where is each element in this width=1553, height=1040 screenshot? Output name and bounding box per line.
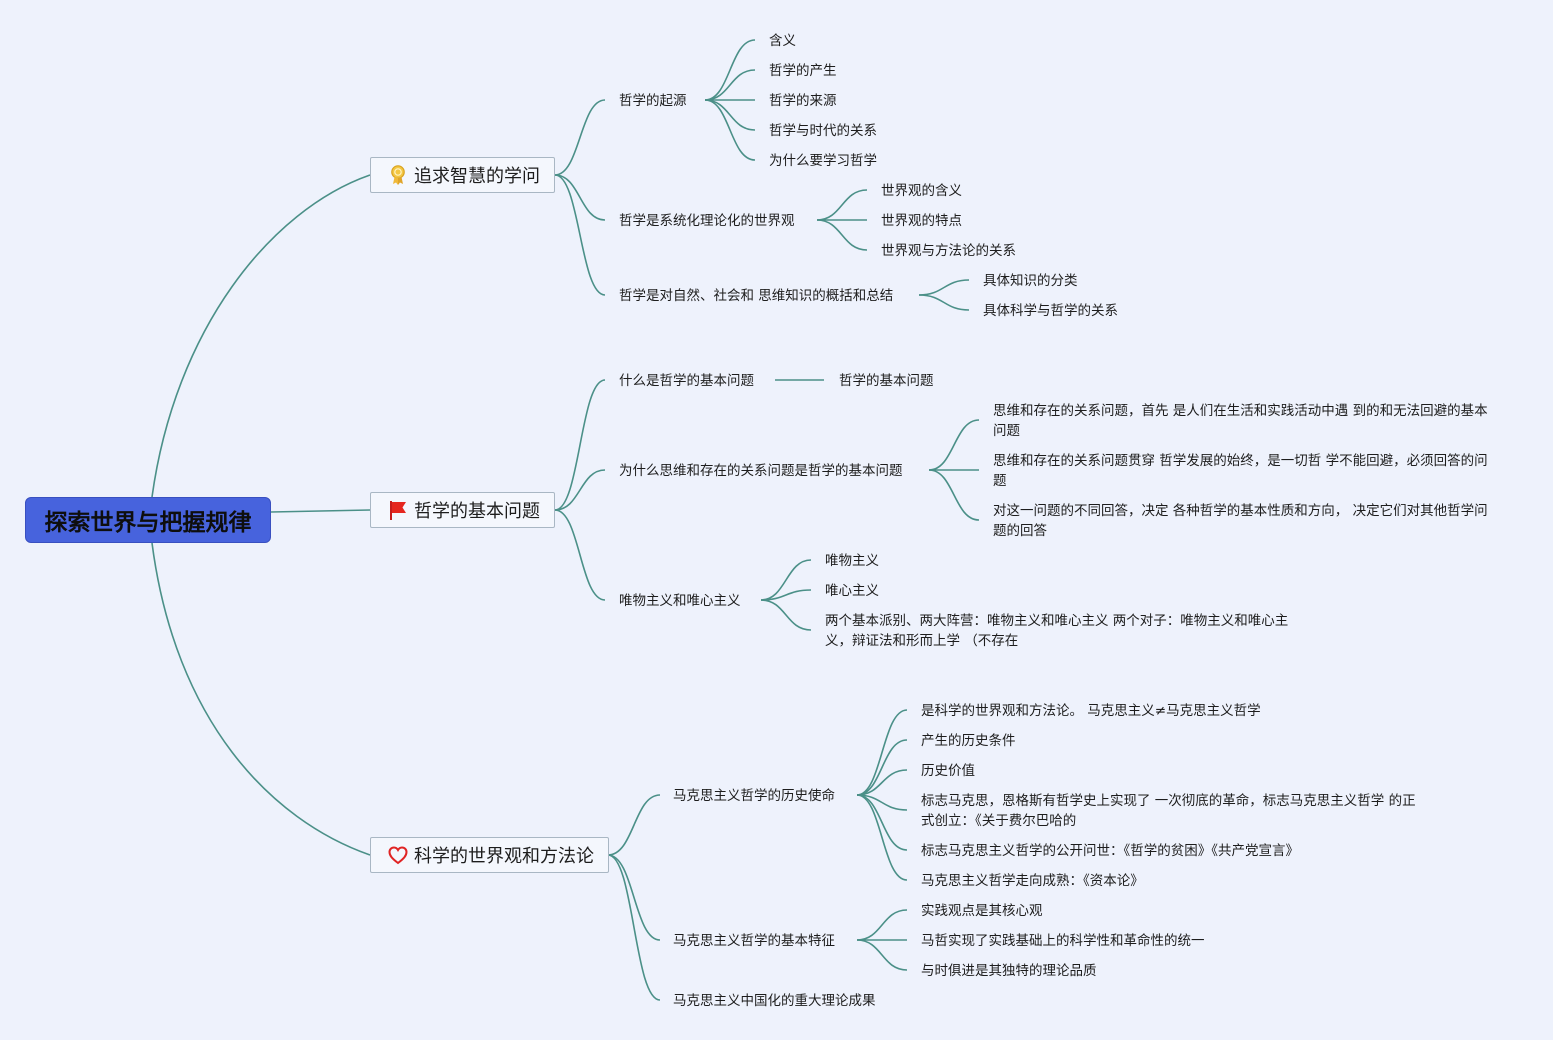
link-b1-topic-1 (554, 99, 606, 176)
link-b2-topic-3 (554, 509, 606, 601)
topic-basic-features[interactable]: 马克思主义哲学的基本特征 (673, 933, 835, 949)
link-root-to-branch-3 (151, 542, 371, 856)
branch-scientific-worldview[interactable]: 科学的世界观和方法论 (370, 837, 609, 873)
leaf-public-debut[interactable]: 标志马克思主义哲学的公开问世：《哲学的贫困》《共产党宣言》 (921, 843, 1299, 859)
leaf-two-camps[interactable]: 两个基本派别、两大阵营：唯物主义和唯心主义 两个对子：唯物主义和唯心主义，辩证法… (825, 613, 1289, 649)
leaf-scientific-worldview[interactable]: 是科学的世界观和方法论。 马克思主义≠马克思主义哲学 (921, 703, 1261, 719)
link-b1-topic-2 (554, 174, 606, 221)
link-set6-leaf-6 (856, 794, 908, 881)
leaf-science-revolution[interactable]: 马哲实现了实践基础上的科学性和革命性的统一 (921, 933, 1205, 949)
topic-sinicization-results[interactable]: 马克思主义中国化的重大理论成果 (673, 993, 876, 1009)
link-b3-topic-3 (607, 854, 661, 1001)
leaf-emergence[interactable]: 哲学的产生 (769, 63, 837, 79)
leaf-worldview-features[interactable]: 世界观的特点 (881, 213, 962, 229)
leaf-worldview-meaning[interactable]: 世界观的含义 (881, 183, 962, 199)
link-set7-leaf-1 (856, 909, 908, 941)
link-set5-leaf-2 (760, 589, 812, 601)
topic-origin-of-philosophy[interactable]: 哲学的起源 (619, 93, 687, 109)
red-flag-icon (387, 499, 409, 521)
link-set7-leaf-3 (856, 939, 908, 971)
leaf-maturity[interactable]: 马克思主义哲学走向成熟：《资本论》 (921, 873, 1144, 889)
link-set6-leaf-3 (856, 769, 908, 796)
link-b3-topic-2 (607, 854, 661, 941)
link-root-to-branch-1 (151, 174, 371, 498)
topic-materialism-idealism[interactable]: 唯物主义和唯心主义 (619, 593, 741, 609)
leaf-founding[interactable]: 标志马克思，恩格斯有哲学史上实现了 一次彻底的革命，标志马克思主义哲学 的正式创… (921, 793, 1416, 829)
topic-summary-of-knowledge[interactable]: 哲学是对自然、社会和 思维知识的概括和总结 (619, 288, 894, 304)
link-set3-leaf-2 (918, 294, 970, 311)
link-set6-leaf-1 (856, 709, 908, 796)
link-set5-leaf-3 (760, 599, 812, 631)
leaf-idealism[interactable]: 唯心主义 (825, 583, 879, 599)
leaf-meaning[interactable]: 含义 (769, 33, 796, 49)
branch-pursuit-of-wisdom[interactable]: 追求智慧的学问 (370, 157, 555, 193)
link-b2-topic-1 (554, 379, 606, 511)
leaf-science-philosophy[interactable]: 具体科学与哲学的关系 (983, 303, 1118, 319)
leaf-practice-core[interactable]: 实践观点是其核心观 (921, 903, 1043, 919)
root-node[interactable]: 探索世界与把握规律 (25, 497, 271, 543)
leaf-materialism[interactable]: 唯物主义 (825, 553, 879, 569)
topic-why-basic-question[interactable]: 为什么思维和存在的关系问题是哲学的基本问题 (619, 463, 903, 479)
heart-icon (387, 844, 409, 866)
leaf-source[interactable]: 哲学的来源 (769, 93, 837, 109)
leaf-basic-question[interactable]: 哲学的基本问题 (839, 373, 934, 389)
branch-basic-question[interactable]: 哲学的基本问题 (370, 492, 555, 528)
link-set6-leaf-4 (856, 794, 908, 811)
link-set4-leaf-3 (928, 469, 980, 521)
leaf-keep-pace[interactable]: 与时俱进是其独特的理论品质 (921, 963, 1097, 979)
leaf-historical-conditions[interactable]: 产生的历史条件 (921, 733, 1016, 749)
link-b1-topic-3 (554, 174, 606, 296)
link-set3-leaf-1 (918, 279, 970, 296)
leaf-historical-value[interactable]: 历史价值 (921, 763, 975, 779)
link-set1-leaf-2 (704, 69, 756, 101)
leaf-reason-3[interactable]: 对这一问题的不同回答，决定 各种哲学的基本性质和方向， 决定它们对其他哲学问题的… (993, 503, 1488, 539)
leaf-knowledge-classes[interactable]: 具体知识的分类 (983, 273, 1078, 289)
award-ribbon-icon (387, 164, 409, 186)
link-b2-topic-2 (554, 469, 606, 511)
link-set2-leaf-1 (816, 189, 868, 221)
link-set6-leaf-2 (856, 739, 908, 796)
link-b3-topic-1 (607, 794, 661, 856)
link-set1-leaf-1 (704, 39, 756, 101)
leaf-reason-2[interactable]: 思维和存在的关系问题贯穿 哲学发展的始终，是一切哲 学不能回避，必须回答的问题 (993, 453, 1488, 489)
topic-systematic-worldview[interactable]: 哲学是系统化理论化的世界观 (619, 213, 795, 229)
link-set1-leaf-5 (704, 99, 756, 161)
topic-historical-mission[interactable]: 马克思主义哲学的历史使命 (673, 788, 835, 804)
branch-label: 追求智慧的学问 (414, 166, 540, 187)
link-set2-leaf-3 (816, 219, 868, 251)
leaf-reason-1[interactable]: 思维和存在的关系问题，首先 是人们在生活和实践活动中遇 到的和无法回避的基本问题 (993, 403, 1488, 439)
branch-label: 哲学的基本问题 (414, 501, 540, 522)
link-set1-leaf-4 (704, 99, 756, 131)
leaf-why-learn[interactable]: 为什么要学习哲学 (769, 153, 877, 169)
leaf-era-relation[interactable]: 哲学与时代的关系 (769, 123, 877, 139)
branch-label: 科学的世界观和方法论 (414, 846, 594, 867)
link-set5-leaf-1 (760, 559, 812, 601)
link-root-to-branch-2 (270, 509, 371, 513)
topic-what-is-basic-question[interactable]: 什么是哲学的基本问题 (619, 373, 754, 389)
leaf-worldview-methodology[interactable]: 世界观与方法论的关系 (881, 243, 1016, 259)
link-set4-leaf-1 (928, 419, 980, 471)
